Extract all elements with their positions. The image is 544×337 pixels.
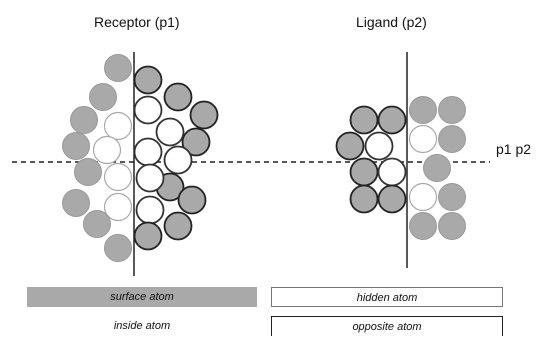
- opposite-atom: [377, 184, 407, 214]
- surface-atom: [438, 183, 466, 211]
- surface-atom: [409, 96, 437, 124]
- receptor-title: Receptor (p1): [94, 14, 180, 30]
- surface-atom: [62, 189, 90, 217]
- opposite-atom: [177, 185, 207, 215]
- plane-label: p1 p2: [496, 141, 532, 157]
- hidden-atom: [133, 95, 163, 125]
- legend-inside-atom: inside atom: [27, 316, 257, 336]
- surface-atom: [104, 54, 132, 82]
- hidden-atom: [364, 131, 394, 161]
- hidden-atom: [163, 145, 193, 175]
- legend-surface-atom: surface atom: [27, 287, 257, 307]
- surface-atom: [62, 132, 90, 160]
- legend-opposite-atom: opposite atom: [271, 316, 503, 336]
- opposite-atom: [163, 82, 193, 112]
- hidden-atom: [377, 157, 407, 187]
- surface-atom: [70, 106, 98, 134]
- legend-hidden-atom: hidden atom: [271, 287, 503, 307]
- surface-atom: [438, 212, 466, 240]
- surface-atom: [83, 210, 111, 238]
- opposite-atom: [335, 131, 365, 161]
- surface-atom: [74, 158, 102, 186]
- inside-atom: [92, 135, 122, 165]
- inside-atom: [408, 124, 438, 154]
- surface-atom: [89, 83, 117, 111]
- surface-atom: [423, 154, 451, 182]
- surface-atom: [438, 96, 466, 124]
- hidden-atom: [155, 117, 185, 147]
- ligand-title: Ligand (p2): [356, 14, 427, 30]
- hidden-atom: [135, 195, 165, 225]
- inside-atom: [103, 162, 133, 192]
- opposite-atom: [133, 65, 163, 95]
- opposite-atom: [377, 105, 407, 135]
- surface-atom: [438, 125, 466, 153]
- inside-atom: [103, 111, 133, 141]
- surface-atom: [409, 212, 437, 240]
- hidden-atom: [135, 163, 165, 193]
- inside-atom: [408, 182, 438, 212]
- inside-atom: [103, 192, 133, 222]
- opposite-atom: [133, 221, 163, 251]
- hidden-atom: [133, 137, 163, 167]
- opposite-atom: [163, 211, 193, 241]
- surface-atom: [104, 234, 132, 262]
- opposite-atom: [349, 157, 379, 187]
- opposite-atom: [349, 105, 379, 135]
- opposite-atom: [181, 127, 211, 157]
- opposite-atom: [349, 184, 379, 214]
- opposite-atom: [189, 100, 219, 130]
